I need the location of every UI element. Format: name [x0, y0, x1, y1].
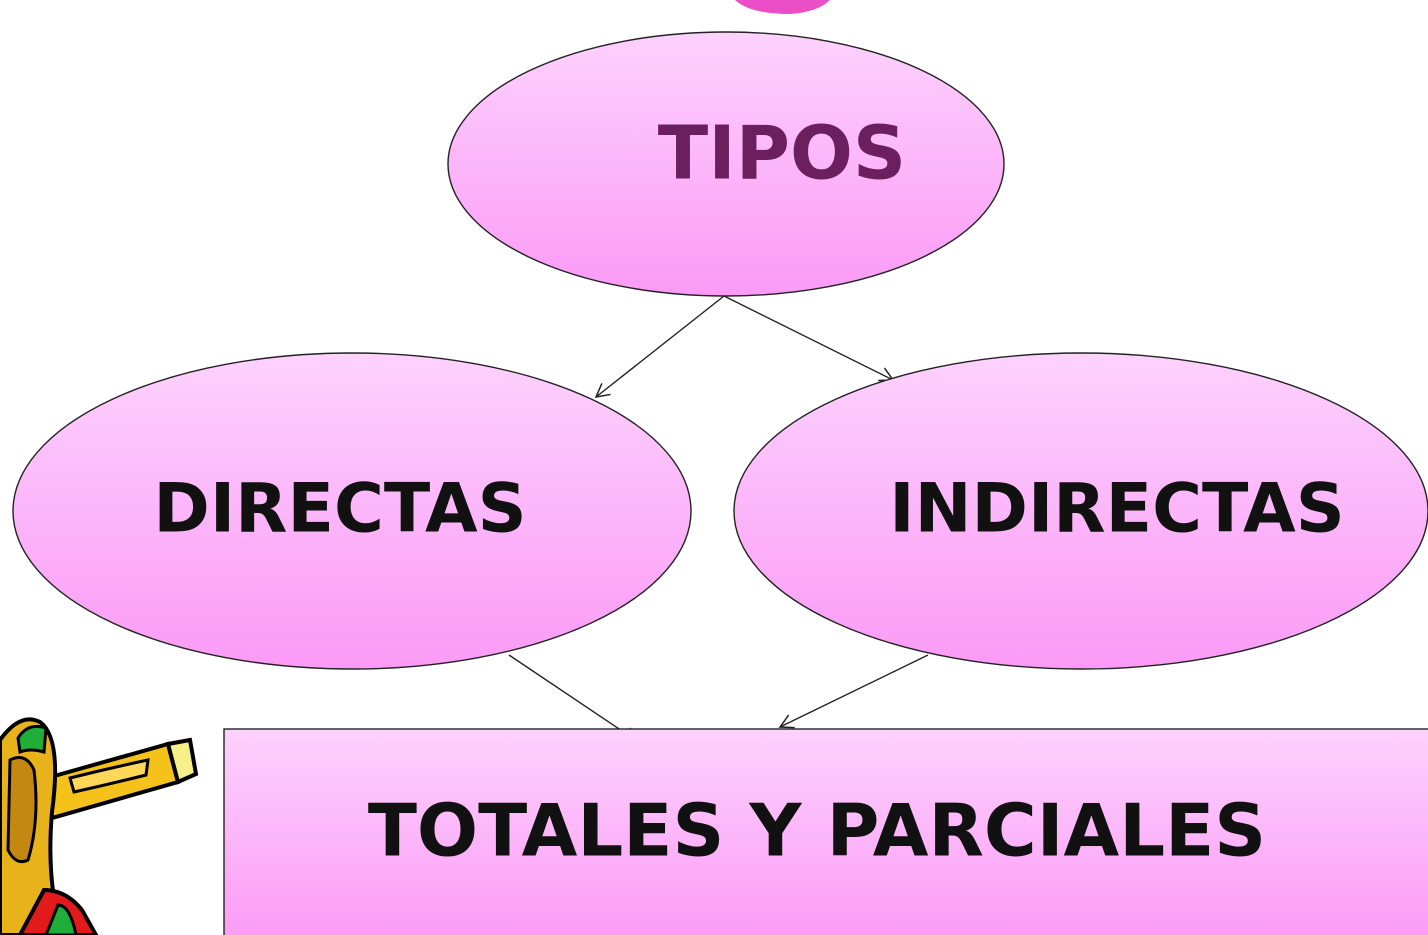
edge-directas-totales — [508, 654, 639, 742]
node-tipos-label: TIPOS — [658, 111, 906, 197]
node-indirectas — [733, 352, 1428, 670]
pencil-pointing-hand-icon — [0, 717, 199, 935]
top-accent-shape — [735, 0, 830, 14]
node-tipos — [447, 31, 1005, 297]
edge-indirectas-totales — [778, 654, 929, 729]
edge-tipos-directas — [594, 295, 725, 398]
edge-tipos-indirectas — [723, 295, 895, 382]
node-totales — [223, 728, 1428, 935]
node-indirectas-label: INDIRECTAS — [889, 470, 1344, 549]
node-directas — [12, 352, 692, 670]
node-directas-label: DIRECTAS — [153, 470, 526, 549]
node-totales-label: TOTALES Y PARCIALES — [368, 789, 1266, 873]
